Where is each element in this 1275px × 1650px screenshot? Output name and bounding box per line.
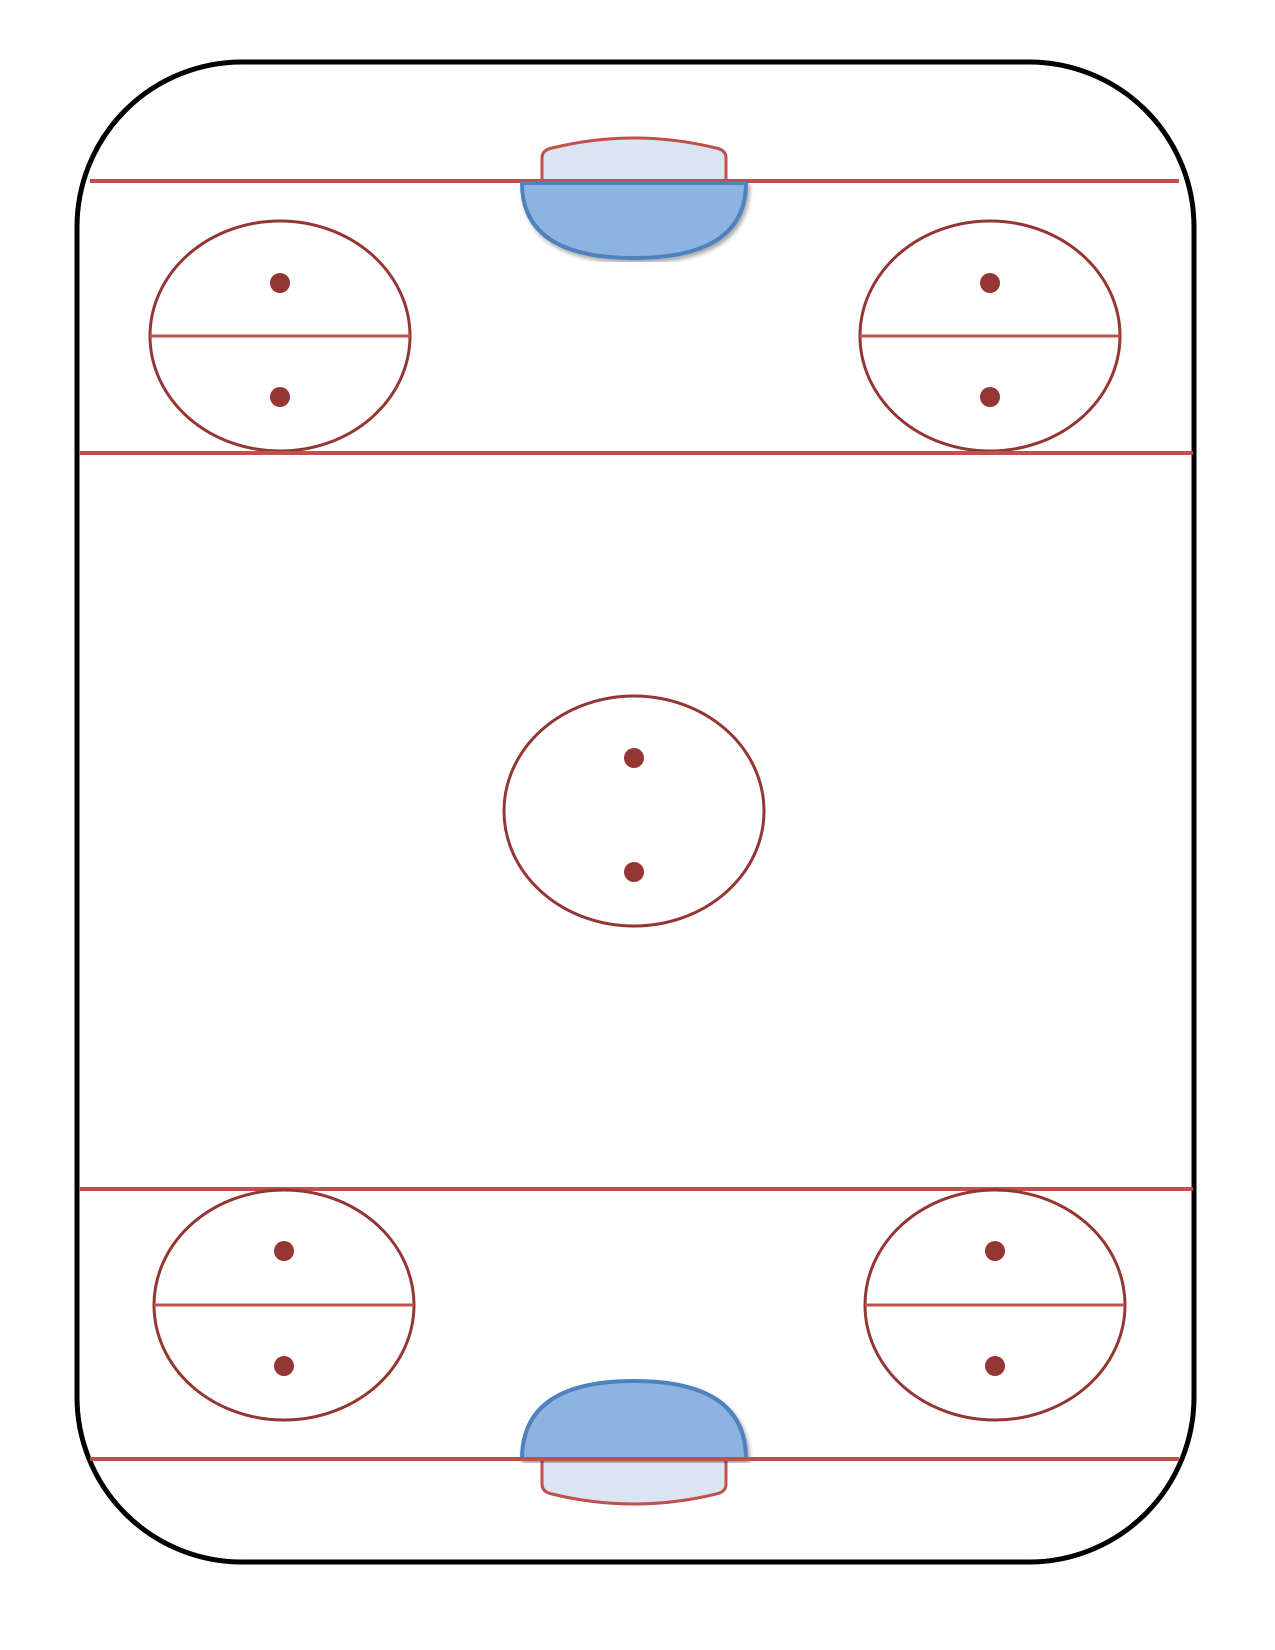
center-faceoff-circle xyxy=(502,694,766,928)
faceoff-dot xyxy=(980,387,1000,407)
faceoff-dot xyxy=(270,273,290,293)
faceoff-dot xyxy=(624,862,644,882)
faceoff-dot xyxy=(985,1356,1005,1376)
faceoff-dot xyxy=(274,1241,294,1261)
bottom-goal-net xyxy=(540,1454,728,1506)
top-goal-net xyxy=(540,136,728,186)
faceoff-dot xyxy=(624,748,644,768)
bottom-goal-crease xyxy=(519,1378,749,1461)
faceoff-dot xyxy=(270,387,290,407)
faceoff-dot xyxy=(985,1241,1005,1261)
faceoff-dot xyxy=(274,1356,294,1376)
bottom-left-faceoff-circle xyxy=(152,1188,416,1422)
top-goal-crease xyxy=(519,181,749,261)
faceoff-dot xyxy=(980,273,1000,293)
bottom-right-faceoff-circle xyxy=(863,1188,1127,1422)
